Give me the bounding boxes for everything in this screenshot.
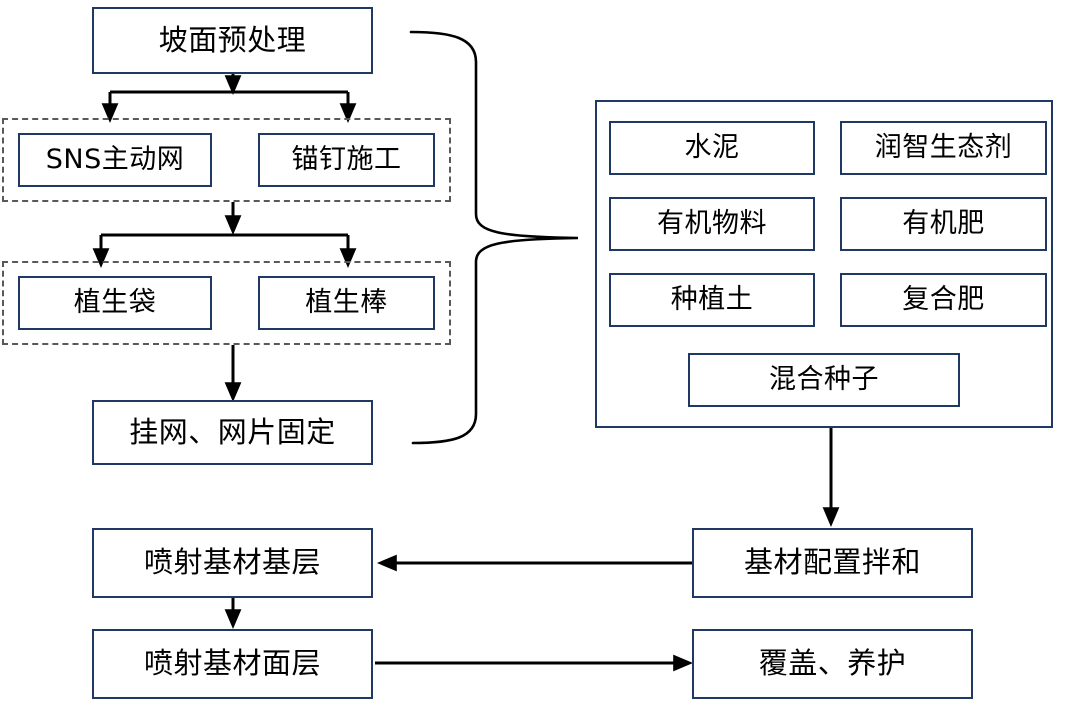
- material-item-organic-material[interactable]: 有机物料: [609, 197, 815, 251]
- node-hang-net-fix[interactable]: 挂网、网片固定: [92, 400, 373, 465]
- material-item-organic-fertilizer[interactable]: 有机肥: [840, 197, 1047, 251]
- node-cover-maintenance[interactable]: 覆盖、养护: [692, 629, 973, 699]
- material-item-cement[interactable]: 水泥: [609, 121, 815, 175]
- brace-connector: [409, 30, 579, 445]
- node-vegetation-stick[interactable]: 植生棒: [258, 276, 435, 330]
- material-item-mixed-seeds[interactable]: 混合种子: [688, 353, 960, 407]
- edge-groupa-split: [92, 202, 357, 269]
- material-item-compound-fertilizer[interactable]: 复合肥: [840, 273, 1047, 327]
- edge-pretreatment-split: [101, 74, 357, 124]
- node-slope-pretreatment[interactable]: 坡面预处理: [92, 7, 373, 74]
- node-vegetation-bag[interactable]: 植生袋: [18, 276, 212, 330]
- node-anchor-construction[interactable]: 锚钉施工: [258, 133, 435, 187]
- node-spray-surface-layer[interactable]: 喷射基材面层: [92, 629, 373, 699]
- material-item-runzhi-eco-agent[interactable]: 润智生态剂: [840, 121, 1047, 175]
- node-sns-active-net[interactable]: SNS主动网: [18, 133, 212, 187]
- node-mix-substrate[interactable]: 基材配置拌和: [692, 528, 973, 598]
- node-spray-base-layer[interactable]: 喷射基材基层: [92, 528, 373, 598]
- material-item-planting-soil[interactable]: 种植土: [609, 273, 815, 327]
- group-anchoring-dashed: [2, 118, 451, 202]
- group-vegetation-dashed: [2, 261, 451, 345]
